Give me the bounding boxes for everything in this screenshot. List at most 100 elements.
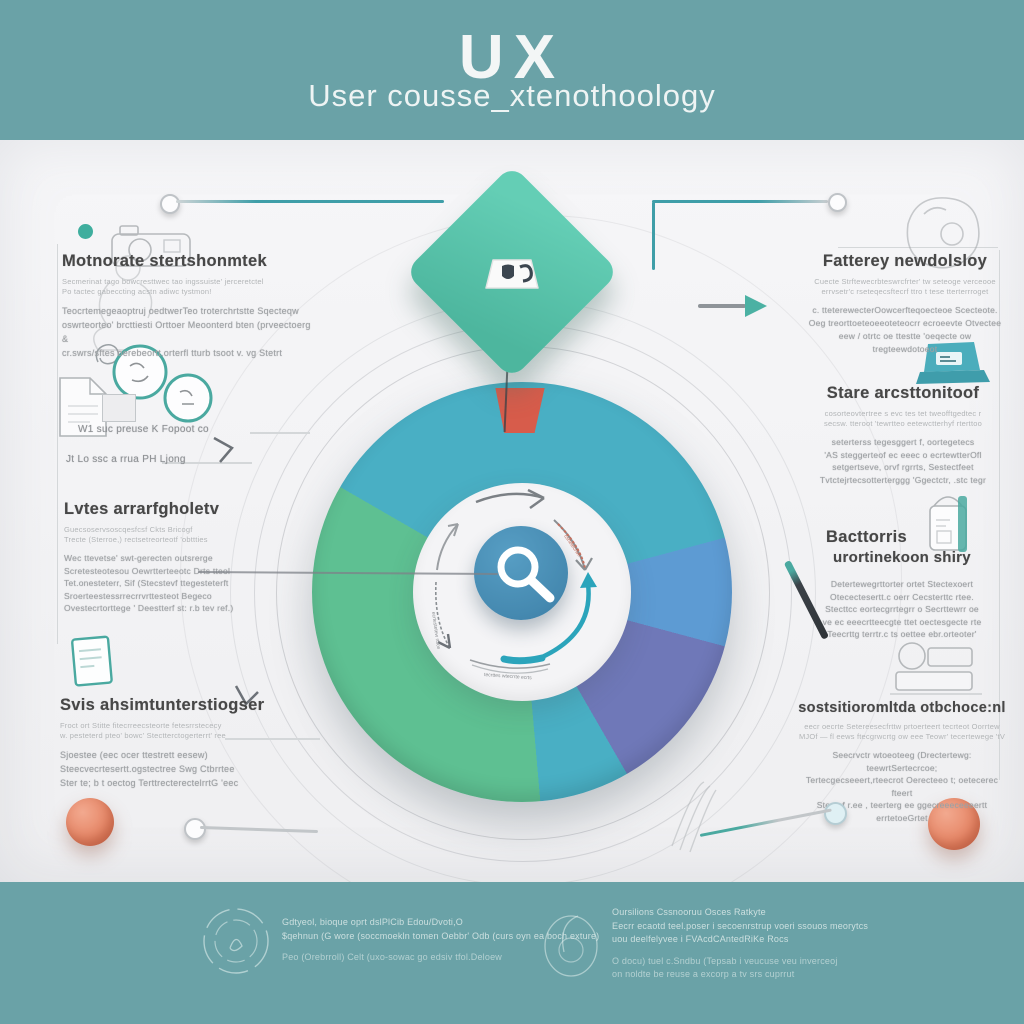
small-teal-doc-icon (71, 635, 113, 687)
block-line: Detertewegrttorter ortet Stectexoert (830, 579, 974, 589)
block-line: Steecvecrtesertt.ogstectree Swg Ctbrrtee (60, 764, 235, 774)
block-subline: w. pesteterd pteo' bowc' Stectterctogert… (60, 731, 226, 740)
footer-right-text: Oursilions Cssnooruu Osces Ratkyte Eecrr… (612, 906, 992, 982)
block-line: ve ec eeecrtteecgte ttet oectesgecte rte (822, 616, 982, 627)
block-line: eew / otrtc oe ttestte 'oeqecte ow tregt… (838, 331, 972, 354)
page-title: UX (458, 23, 566, 92)
right-connector-horizontal (652, 200, 828, 203)
block-line: Scretesteotesou Oewrtterteeotc Drts tteo… (64, 565, 231, 576)
label-rule-1 (250, 432, 310, 434)
bottom-left-pin-head (184, 818, 206, 840)
hand-doodle-icon (906, 197, 980, 269)
left-vertical-rule (57, 244, 58, 644)
block-line: Sjoestee (eec ocer ttestrett eesew) (60, 750, 208, 760)
footer-line: O docu) tuel c.Sndbu (Tepsab i veucuse v… (612, 955, 838, 966)
block-line: c. tteterewecterOowcerfteqoecteoe Scecte… (812, 305, 998, 315)
swirl-badges-icon (95, 344, 213, 423)
mid-arrow-head (745, 295, 767, 317)
cycle-arrows: ecrtestetew rtsce csrtetecrwe tecrttes w… (430, 488, 597, 681)
block-line: Stecttcc eortecgrrtegrr o Secrttewrr oe (825, 604, 979, 614)
block-line: Teocrtemegeaoptruj oedtwerTeo troterchrt… (62, 306, 299, 316)
small-box-sketch (102, 394, 136, 422)
right-vertical-rule (999, 250, 1000, 780)
block-heading: Motnorate stertshonmtek (62, 252, 267, 270)
whisk-doodle-icon (671, 781, 717, 853)
block-subline: errvsetr'c rseteqecsftecrf ttro t tese t… (821, 287, 989, 296)
footer-left-text: Gdtyeol, bioque oprt dslPlCib Edou/Dvoti… (282, 916, 712, 965)
coral-ball-right (928, 798, 980, 850)
block-line: Sroerteestessrrecrrvrttesteot Begeco (64, 590, 212, 601)
info-block-svis: Svis ahsimtunterstiogser Froct ort Stitt… (60, 696, 325, 790)
sketch-arrowhead-upper (213, 436, 234, 463)
block-line: Stectef r.ee , teerterg ee ggecreeeceeee… (816, 800, 988, 823)
block-subline: Trecte (Sterroe,) rectsetreorteotf 'obtt… (64, 535, 208, 544)
footer-line: Eecrr ecaotd teel.poser i secoenrstrup v… (612, 920, 869, 931)
stamp-seal-left-icon (203, 908, 269, 974)
annotation-label-1: W1 suc preuse K Fopoot co (78, 424, 209, 435)
left-pin-head (160, 194, 180, 214)
bottle-sketch-icon (929, 496, 967, 552)
diamond-badge-icon (485, 259, 539, 289)
block-subline: MJOf — fl eews ftecgrwcrtg ow eee Teowr'… (798, 732, 1006, 741)
block-line: cr.swrs/sftes oerebeortt.orterfl tturb t… (62, 348, 283, 358)
block-line: 'AS steggerteof ec eeec o ecrtewtterOfl (824, 449, 982, 460)
block-line: Oeg treorttoeteoeeoteteocrr ecroeevte Ot… (808, 318, 1002, 328)
svis-rule (225, 738, 320, 740)
footer-line: uou deelfelyvee i FVAcdCAntedRiKe Rocs (612, 934, 789, 944)
printer-sketch-icon (890, 642, 982, 695)
label-rule-2 (162, 462, 252, 464)
page-subtitle: User cousse_xtenothoology (308, 78, 716, 113)
footer-line: Peo (Orebrroll) Celt (uxo-sowac go edsiv… (282, 952, 502, 962)
footer-line: $qehnun (G wore (soccmoekln tomen Oebbr'… (282, 930, 600, 941)
block-line: Seecrvctr wtoeoteeg (Drectertewg: teewrt… (832, 750, 972, 773)
info-block-motnorate: Motnorate stertshonmtek Secmerinat tago … (62, 252, 317, 360)
block-line: Otecectesertt.c oerr Cecsterttc rtee. (830, 591, 974, 602)
annotation-label-2: Jt Lo ssc a rrua PH Ljong (66, 454, 186, 465)
block-subline: cosorteovtertree s evc tes tet tweofftge… (824, 409, 982, 418)
block-heading: Svis ahsimtunterstiogser (60, 696, 265, 714)
block-line: seterterss tegesggert f, oortegetecs (831, 437, 975, 447)
right-pin-head (828, 193, 847, 212)
person-scribble-icon (93, 255, 153, 351)
block-heading: Lvtes arrarfgholetv (64, 500, 220, 518)
coral-ball-left (66, 798, 114, 846)
block-subline: Cuecte Strftewecrbteswrcfrter' tw seteog… (814, 277, 996, 286)
block-subline: Po tactec gabeccting acstn adiwc tystmon… (62, 287, 212, 296)
block-heading: sostsitioromltda otbchoce:nl (798, 700, 1006, 716)
sketch-arrowhead-lower (234, 685, 259, 707)
right-connector-vertical (652, 202, 655, 270)
block-subline: Guecsoservsoscqesfcsf Ckts Bricogf (64, 525, 193, 534)
camera-doodle-icon (111, 225, 191, 267)
fatterey-rule (838, 247, 998, 248)
block-subline: Froct ort Stitte fitecrreecsteorte fetes… (60, 721, 222, 730)
arc-microtext-left: ecrtestetew rtsce (430, 611, 441, 649)
block-subline: eecr oecrte Setereesecfrttw prtoerteert … (804, 722, 1000, 731)
footer-line: Gdtyeol, bioque oprt dslPlCib Edou/Dvoti… (282, 917, 463, 927)
magnifier-icon (497, 546, 555, 603)
info-block-stare: Stare arcsttonitoof cosorteovtertree s e… (802, 384, 1004, 486)
block-line: Teecrttg terrtr.c ts oettee ebr.orteoter… (827, 629, 977, 639)
left-connector-line (176, 200, 444, 203)
diagram-card: ecrtestetew rtsce csrtetecrwe tecrttes w… (0, 140, 1024, 882)
info-block-sostsitio: sostsitioromltda otbchoce:nl eecr oecrte… (796, 700, 1008, 824)
info-block-fatterey: Fatterey newdolsloy Cuecte Strftewecrbte… (806, 252, 1004, 356)
teal-dot (78, 224, 93, 239)
info-block-lvtes: Lvtes arrarfgholetv Guecsoservsoscqesfcs… (64, 500, 304, 615)
block-heading: Fatterey newdolsloy (822, 252, 988, 270)
bottom-right-pin-head (824, 802, 847, 825)
block-line: Tertecgecseeert,rteecrot Oerecteeo t; oe… (805, 775, 999, 798)
mid-arrow-line (698, 304, 746, 308)
block-line: setgertseve, orvf rgrrts, Sestectfeet (832, 462, 974, 472)
block-line: oswrteorteo' brcttiesti Orttoer Meoonter… (62, 320, 311, 344)
document-sketch-icon (59, 377, 107, 437)
teal-laptop-icon (916, 342, 990, 384)
block-line: Wec ttevetse' swt-gerecten outsrerge (64, 553, 213, 563)
block-subline: Secmerinat tago bowcresttwec tao ingssui… (62, 277, 264, 286)
block-subline: secsw. tteroot 'tewrtteo eetewctterhyf r… (824, 419, 982, 428)
block-heading: Stare arcsttonitoof (826, 384, 980, 402)
block-line: Ster te; b t oectog TerttrecterectelrrtG… (60, 778, 239, 788)
block-heading-2: urortinekoon shiry (833, 549, 971, 566)
block-line: Tvtctejrtecsotterterggg 'Ggectctr, .stc … (819, 474, 987, 485)
block-line: Tet.onesteterr, Sif (Stecstevf ttegestet… (64, 578, 229, 588)
